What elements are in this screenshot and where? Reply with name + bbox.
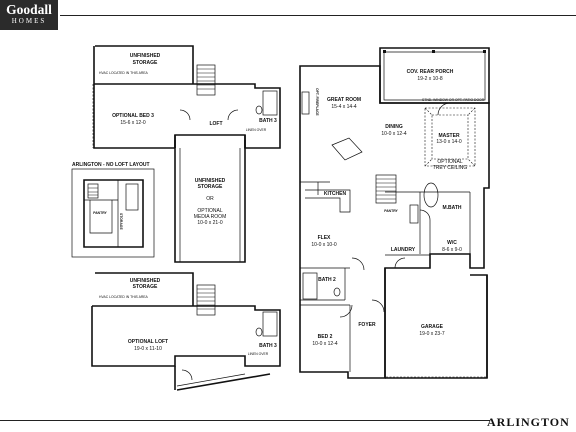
door-swing-icon — [371, 299, 385, 313]
door-swing-icon — [419, 209, 431, 221]
header-rule — [60, 15, 576, 16]
no-loft-title: ARLINGTON - NO LOFT LAYOUT — [72, 162, 150, 168]
master-label: MASTER — [438, 133, 460, 139]
kitchen-label: KITCHEN — [324, 191, 347, 197]
bed2-label: BED 2 — [318, 334, 333, 340]
toilet-icon — [255, 105, 263, 115]
bathtub-icon — [423, 182, 439, 208]
pantry-label: PANTRY — [384, 209, 398, 213]
kitchen-island-icon — [331, 137, 363, 161]
bed2-dims: 10-0 x 12-4 — [312, 341, 338, 347]
great-room-label: GREAT ROOM — [327, 97, 361, 103]
dining-dims: 10-0 x 12-4 — [381, 131, 407, 137]
plan-name: ARLINGTON — [487, 415, 570, 429]
storage-media-line2: STORAGE — [198, 184, 223, 190]
porch-dims: 19-2 x 10-8 — [417, 76, 443, 82]
storage-b-label-1: UNFINISHED — [130, 278, 161, 284]
vanity-icon — [409, 204, 419, 224]
wic-label: W/C — [447, 240, 457, 246]
brand-sub: HOMES — [11, 17, 47, 25]
storage-b-label-2: STORAGE — [133, 284, 158, 290]
hvac-note: HVAC LOCATED IN THIS AREA — [99, 71, 149, 75]
bath3-b-label: BATH 3 — [259, 343, 277, 349]
main-floor-plan: COV. REAR PORCH 19-2 x 10-8 STND. WINDOW… — [299, 47, 490, 379]
fireplace-label: OPT. FIREPLACE — [315, 88, 319, 116]
optional-bed3-label: OPTIONAL BED 3 — [112, 113, 154, 119]
stair-icon — [196, 64, 216, 96]
footer-rule — [0, 420, 490, 421]
stair-icon — [196, 284, 216, 316]
fireplace-icon — [301, 91, 310, 115]
storage-media-dims: 10-0 x 21-0 — [197, 220, 223, 226]
bathtub-icon — [262, 90, 278, 116]
trey-label-2: TREY CEILING — [433, 165, 468, 171]
dining-label: DINING — [385, 124, 403, 130]
kitchen-counter — [305, 189, 351, 213]
toilet-icon — [333, 287, 341, 297]
door-swing-icon — [394, 257, 406, 269]
stair-icon — [87, 183, 99, 199]
porch-label: COV. REAR PORCH — [407, 69, 454, 75]
door-swing-icon — [339, 304, 353, 318]
flex-label: FLEX — [318, 235, 331, 241]
optional-bed3-dims: 15-6 x 12-0 — [120, 120, 146, 126]
door-swing-icon — [181, 369, 193, 381]
porch-note: STND. WINDOW OR OPT. PATIO DOOR — [422, 98, 485, 102]
storage-media-line3: OR — [206, 196, 214, 202]
great-room-dims: 15-4 x 14-4 — [331, 104, 357, 110]
brand-logo: Goodall HOMES — [0, 0, 58, 30]
loft-label: LOFT — [209, 121, 222, 127]
foyer-label: FOYER — [358, 322, 376, 328]
trey-label-1: OPTIONAL — [437, 159, 463, 165]
laundry-label: LAUNDRY — [391, 247, 416, 253]
bath2-label: BATH 2 — [318, 277, 336, 283]
linen-b-label: LINEN OVER — [248, 352, 269, 356]
bathtub-icon — [302, 272, 318, 300]
door-swing-icon — [351, 257, 365, 271]
door-swing-icon — [437, 102, 451, 116]
no-loft-layout-inset: ARLINGTON - NO LOFT LAYOUT PANTRY STORAG… — [71, 162, 155, 258]
mbath-label: M.BATH — [442, 205, 461, 211]
no-loft-storage: STORAGE — [119, 213, 123, 230]
bathtub-icon — [262, 311, 278, 337]
master-dims: 13-0 x 14-0 — [436, 139, 462, 145]
garage-label: GARAGE — [421, 324, 444, 330]
bathtub-icon — [125, 183, 139, 211]
garage-dims: 19-0 x 23-7 — [419, 331, 445, 337]
optional-loft-dims: 19-0 x 11-10 — [134, 346, 162, 352]
wic-dims: 8-6 x 9-0 — [442, 247, 462, 253]
door-swing-icon — [227, 109, 239, 121]
flex-dims: 10-0 x 10-0 — [311, 242, 337, 248]
storage-top-label-1: UNFINISHED — [130, 53, 161, 59]
linen-label: LINEN OVER — [246, 128, 267, 132]
stair-icon — [375, 174, 397, 204]
storage-media-line4: OPTIONAL — [197, 208, 223, 214]
optional-loft-label: OPTIONAL LOFT — [128, 339, 168, 345]
upper-floor-option-a: UNFINISHED STORAGE HVAC LOCATED IN THIS … — [92, 45, 281, 263]
brand-name: Goodall — [6, 2, 52, 17]
toilet-icon — [255, 327, 263, 337]
storage-media-line5: MEDIA ROOM — [194, 214, 227, 220]
storage-top-label-2: STORAGE — [133, 60, 158, 66]
upper-floor-option-b: UNFINISHED STORAGE HVAC LOCATED IN THIS … — [91, 272, 281, 391]
storage-media-line1: UNFINISHED — [195, 178, 226, 184]
bath3-label: BATH 3 — [259, 118, 277, 124]
hvac-note-b: HVAC LOCATED IN THIS AREA — [99, 295, 149, 299]
no-loft-pantry: PANTRY — [93, 211, 107, 215]
door-swing-icon — [179, 109, 191, 121]
